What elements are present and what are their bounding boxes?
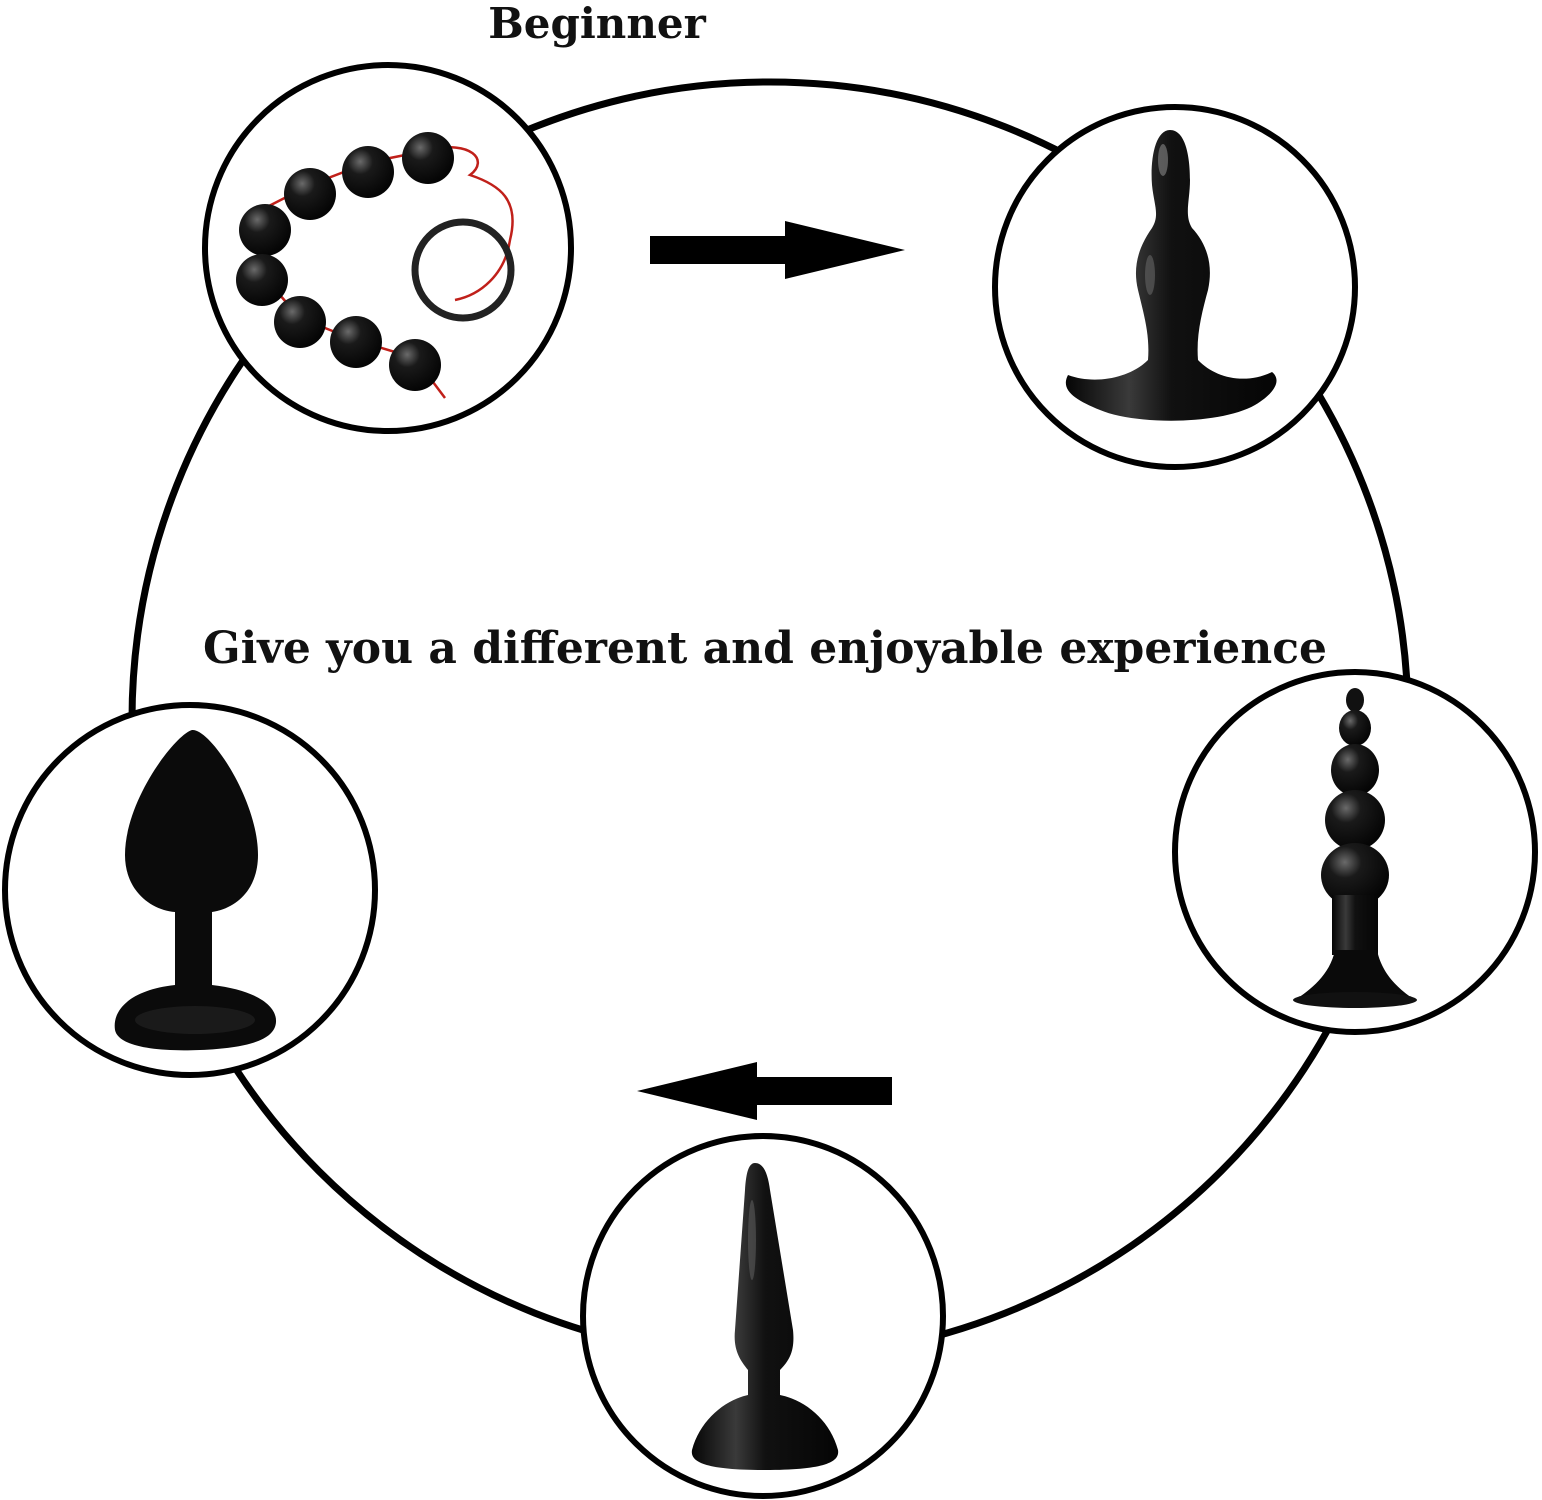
- arrow-right: [650, 221, 905, 279]
- anchor-plug-icon: [1065, 130, 1277, 421]
- anal-beads-icon: [236, 132, 515, 399]
- arrow-left: [637, 1062, 892, 1120]
- node-tapered-plug: [580, 1133, 946, 1499]
- teardrop-plug-icon: [114, 729, 277, 1051]
- node-anchor-plug: [992, 104, 1358, 470]
- diagram-title: Beginner: [488, 0, 706, 48]
- node-anal-beads: [202, 62, 574, 434]
- node-ribbed-plug: [1172, 669, 1538, 1035]
- center-caption: Give you a different and enjoyable exper…: [203, 623, 1327, 674]
- ribbed-plug-icon: [1293, 688, 1417, 1008]
- tapered-plug-icon: [691, 1163, 839, 1470]
- node-teardrop-plug: [2, 702, 378, 1078]
